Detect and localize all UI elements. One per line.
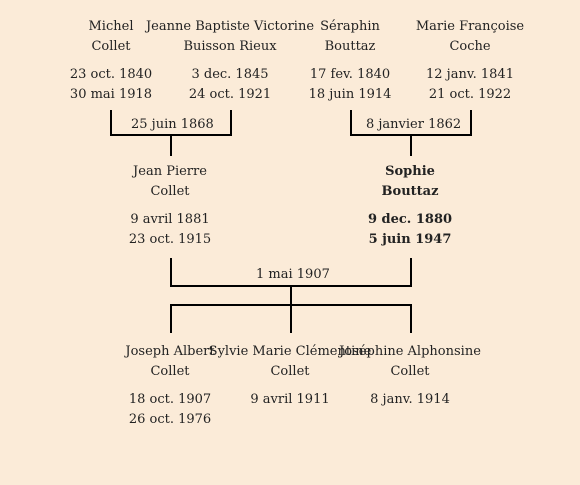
parents-marriage-date: 1 mai 1907: [253, 267, 333, 283]
person-birth-date: 9 avril 1911: [250, 392, 330, 407]
maternal-marriage-date: 8 janvier 1862: [363, 117, 465, 133]
person-seraphin-bouttaz: Séraphin Bouttaz 17 fev. 1840 18 juin 19…: [265, 17, 435, 105]
person-last-name: Buisson Rieux: [183, 39, 277, 54]
person-birth-date: 9 dec. 1880: [367, 212, 453, 227]
person-last-name: Bouttaz: [381, 184, 439, 199]
person-death-date: 23 oct. 1915: [128, 232, 212, 247]
person-birth-date: 8 janv. 1914: [370, 392, 450, 407]
person-first-name: Joseph Albert: [125, 344, 215, 359]
person-first-name: Marie Françoise: [415, 19, 525, 34]
person-death-date: 21 oct. 1922: [428, 87, 512, 102]
person-birth-date: 9 avril 1881: [130, 212, 210, 227]
person-marie-francoise-coche: Marie Françoise Coche 12 janv. 1841 21 o…: [385, 17, 555, 105]
person-last-name: Bouttaz: [324, 39, 376, 54]
person-first-name: Michel: [88, 19, 134, 34]
person-sophie-bouttaz-focus: Sophie Bouttaz 9 dec. 1880 5 juin 1947: [325, 162, 495, 250]
person-death-date: 24 oct. 1921: [188, 87, 272, 102]
person-first-name: Sylvie Marie Clémentine: [208, 344, 372, 359]
person-first-name: Sophie: [385, 164, 435, 179]
person-first-name: Jeanne Baptiste Victorine: [145, 19, 315, 34]
person-michel-collet: Michel Collet 23 oct. 1840 30 mai 1918: [26, 17, 196, 105]
person-birth-date: 18 oct. 1907: [128, 392, 212, 407]
person-last-name: Collet: [150, 364, 190, 379]
person-josephine-alphonsine-collet: Joséphine Alphonsine Collet 8 janv. 1914: [325, 342, 495, 410]
person-death-date: 5 juin 1947: [368, 232, 452, 247]
person-jean-pierre-collet: Jean Pierre Collet 9 avril 1881 23 oct. …: [85, 162, 255, 250]
paternal-marriage-date: 25 juin 1868: [128, 117, 217, 133]
person-death-date: 30 mai 1918: [69, 87, 153, 102]
person-last-name: Collet: [270, 364, 310, 379]
person-birth-date: 23 oct. 1840: [69, 67, 153, 82]
person-last-name: Collet: [91, 39, 131, 54]
person-birth-date: 3 dec. 1845: [191, 67, 269, 82]
person-joseph-albert-collet: Joseph Albert Collet 18 oct. 1907 26 oct…: [85, 342, 255, 430]
person-first-name: Joséphine Alphonsine: [339, 344, 481, 359]
person-death-date: 18 juin 1914: [308, 87, 392, 102]
person-birth-date: 12 janv. 1841: [426, 67, 514, 82]
person-last-name: Coche: [449, 39, 491, 54]
person-last-name: Collet: [390, 364, 430, 379]
person-sylvie-marie-clementine-collet: Sylvie Marie Clémentine Collet 9 avril 1…: [205, 342, 375, 410]
person-first-name: Séraphin: [320, 19, 380, 34]
person-last-name: Collet: [150, 184, 190, 199]
person-jeanne-buisson-rieux: Jeanne Baptiste Victorine Buisson Rieux …: [145, 17, 315, 105]
person-first-name: Jean Pierre: [133, 164, 207, 179]
person-death-date: 26 oct. 1976: [128, 412, 212, 427]
person-birth-date: 17 fev. 1840: [309, 67, 391, 82]
